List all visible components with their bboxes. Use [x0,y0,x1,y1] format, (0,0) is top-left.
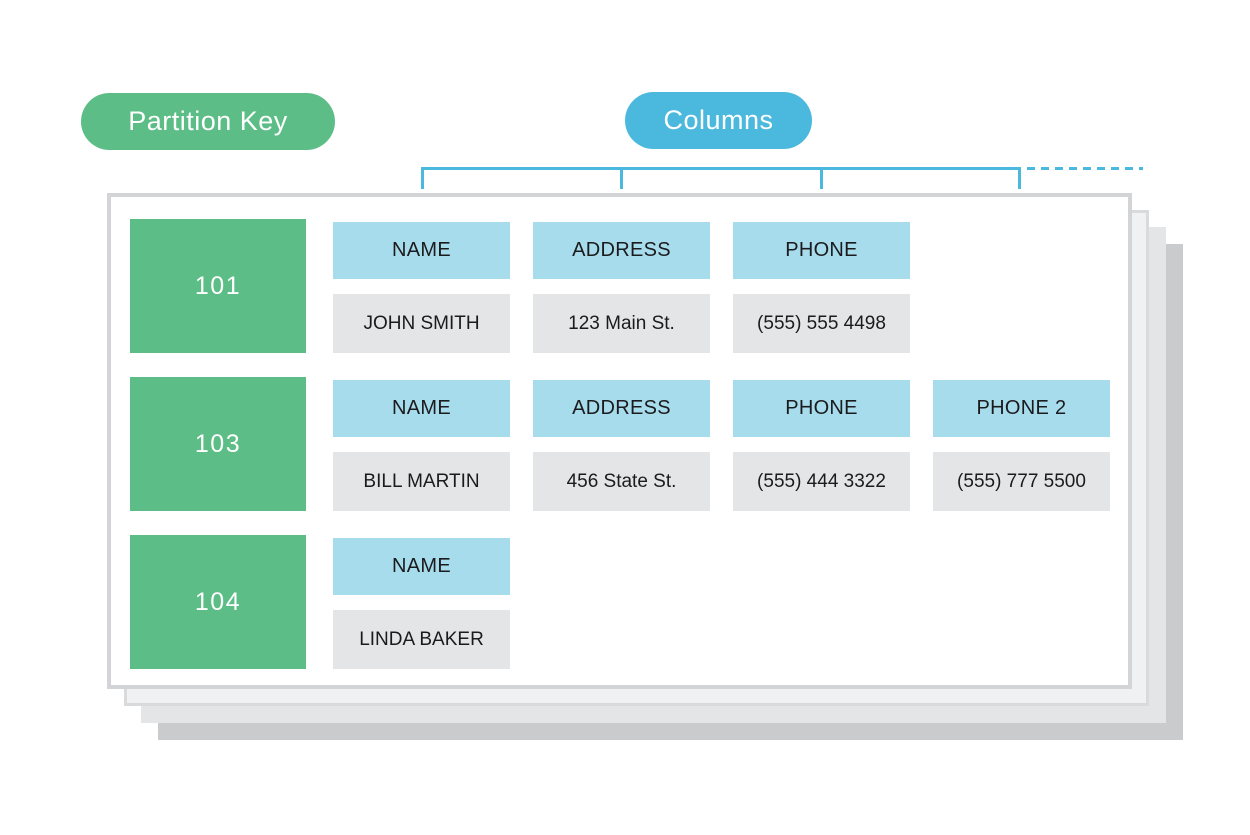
column-header: PHONE 2 [933,380,1110,437]
partition-key-box: 101 [130,219,306,353]
bracket-tick [820,170,823,189]
table-card: 101 NAME JOHN SMITH ADDRESS 123 Main St.… [107,193,1132,689]
table-row: 103 NAME BILL MARTIN ADDRESS 456 State S… [130,377,1125,511]
column-header: NAME [333,222,510,279]
table-row: 104 NAME LINDA BAKER [130,535,1125,669]
column-header: PHONE [733,380,910,437]
partition-key-box: 103 [130,377,306,511]
column-header: ADDRESS [533,222,710,279]
column-cell: ADDRESS 456 State St. [533,377,710,511]
column-header: NAME [333,380,510,437]
table-row: 101 NAME JOHN SMITH ADDRESS 123 Main St.… [130,219,1125,353]
bracket-tick [421,170,424,189]
column-cell: NAME LINDA BAKER [333,535,510,669]
column-value: LINDA BAKER [333,610,510,669]
column-value: (555) 444 3322 [733,452,910,511]
column-header: PHONE [733,222,910,279]
column-header: ADDRESS [533,380,710,437]
partition-key-box: 104 [130,535,306,669]
column-cell: PHONE (555) 555 4498 [733,219,910,353]
column-header: NAME [333,538,510,595]
column-cell: PHONE (555) 444 3322 [733,377,910,511]
column-value: 456 State St. [533,452,710,511]
bracket-tick [1018,170,1021,189]
column-value: JOHN SMITH [333,294,510,353]
column-value: 123 Main St. [533,294,710,353]
column-cell: ADDRESS 123 Main St. [533,219,710,353]
columns-badge: Columns [625,92,812,149]
column-value: (555) 777 5500 [933,452,1110,511]
column-value: BILL MARTIN [333,452,510,511]
column-cell: NAME BILL MARTIN [333,377,510,511]
columns-continuation-dashes [1027,167,1143,170]
column-value: (555) 555 4498 [733,294,910,353]
columns-bracket [421,167,1021,189]
partition-key-badge: Partition Key [81,93,335,150]
column-cell: NAME JOHN SMITH [333,219,510,353]
bracket-tick [620,170,623,189]
column-cell: PHONE 2 (555) 777 5500 [933,377,1110,511]
